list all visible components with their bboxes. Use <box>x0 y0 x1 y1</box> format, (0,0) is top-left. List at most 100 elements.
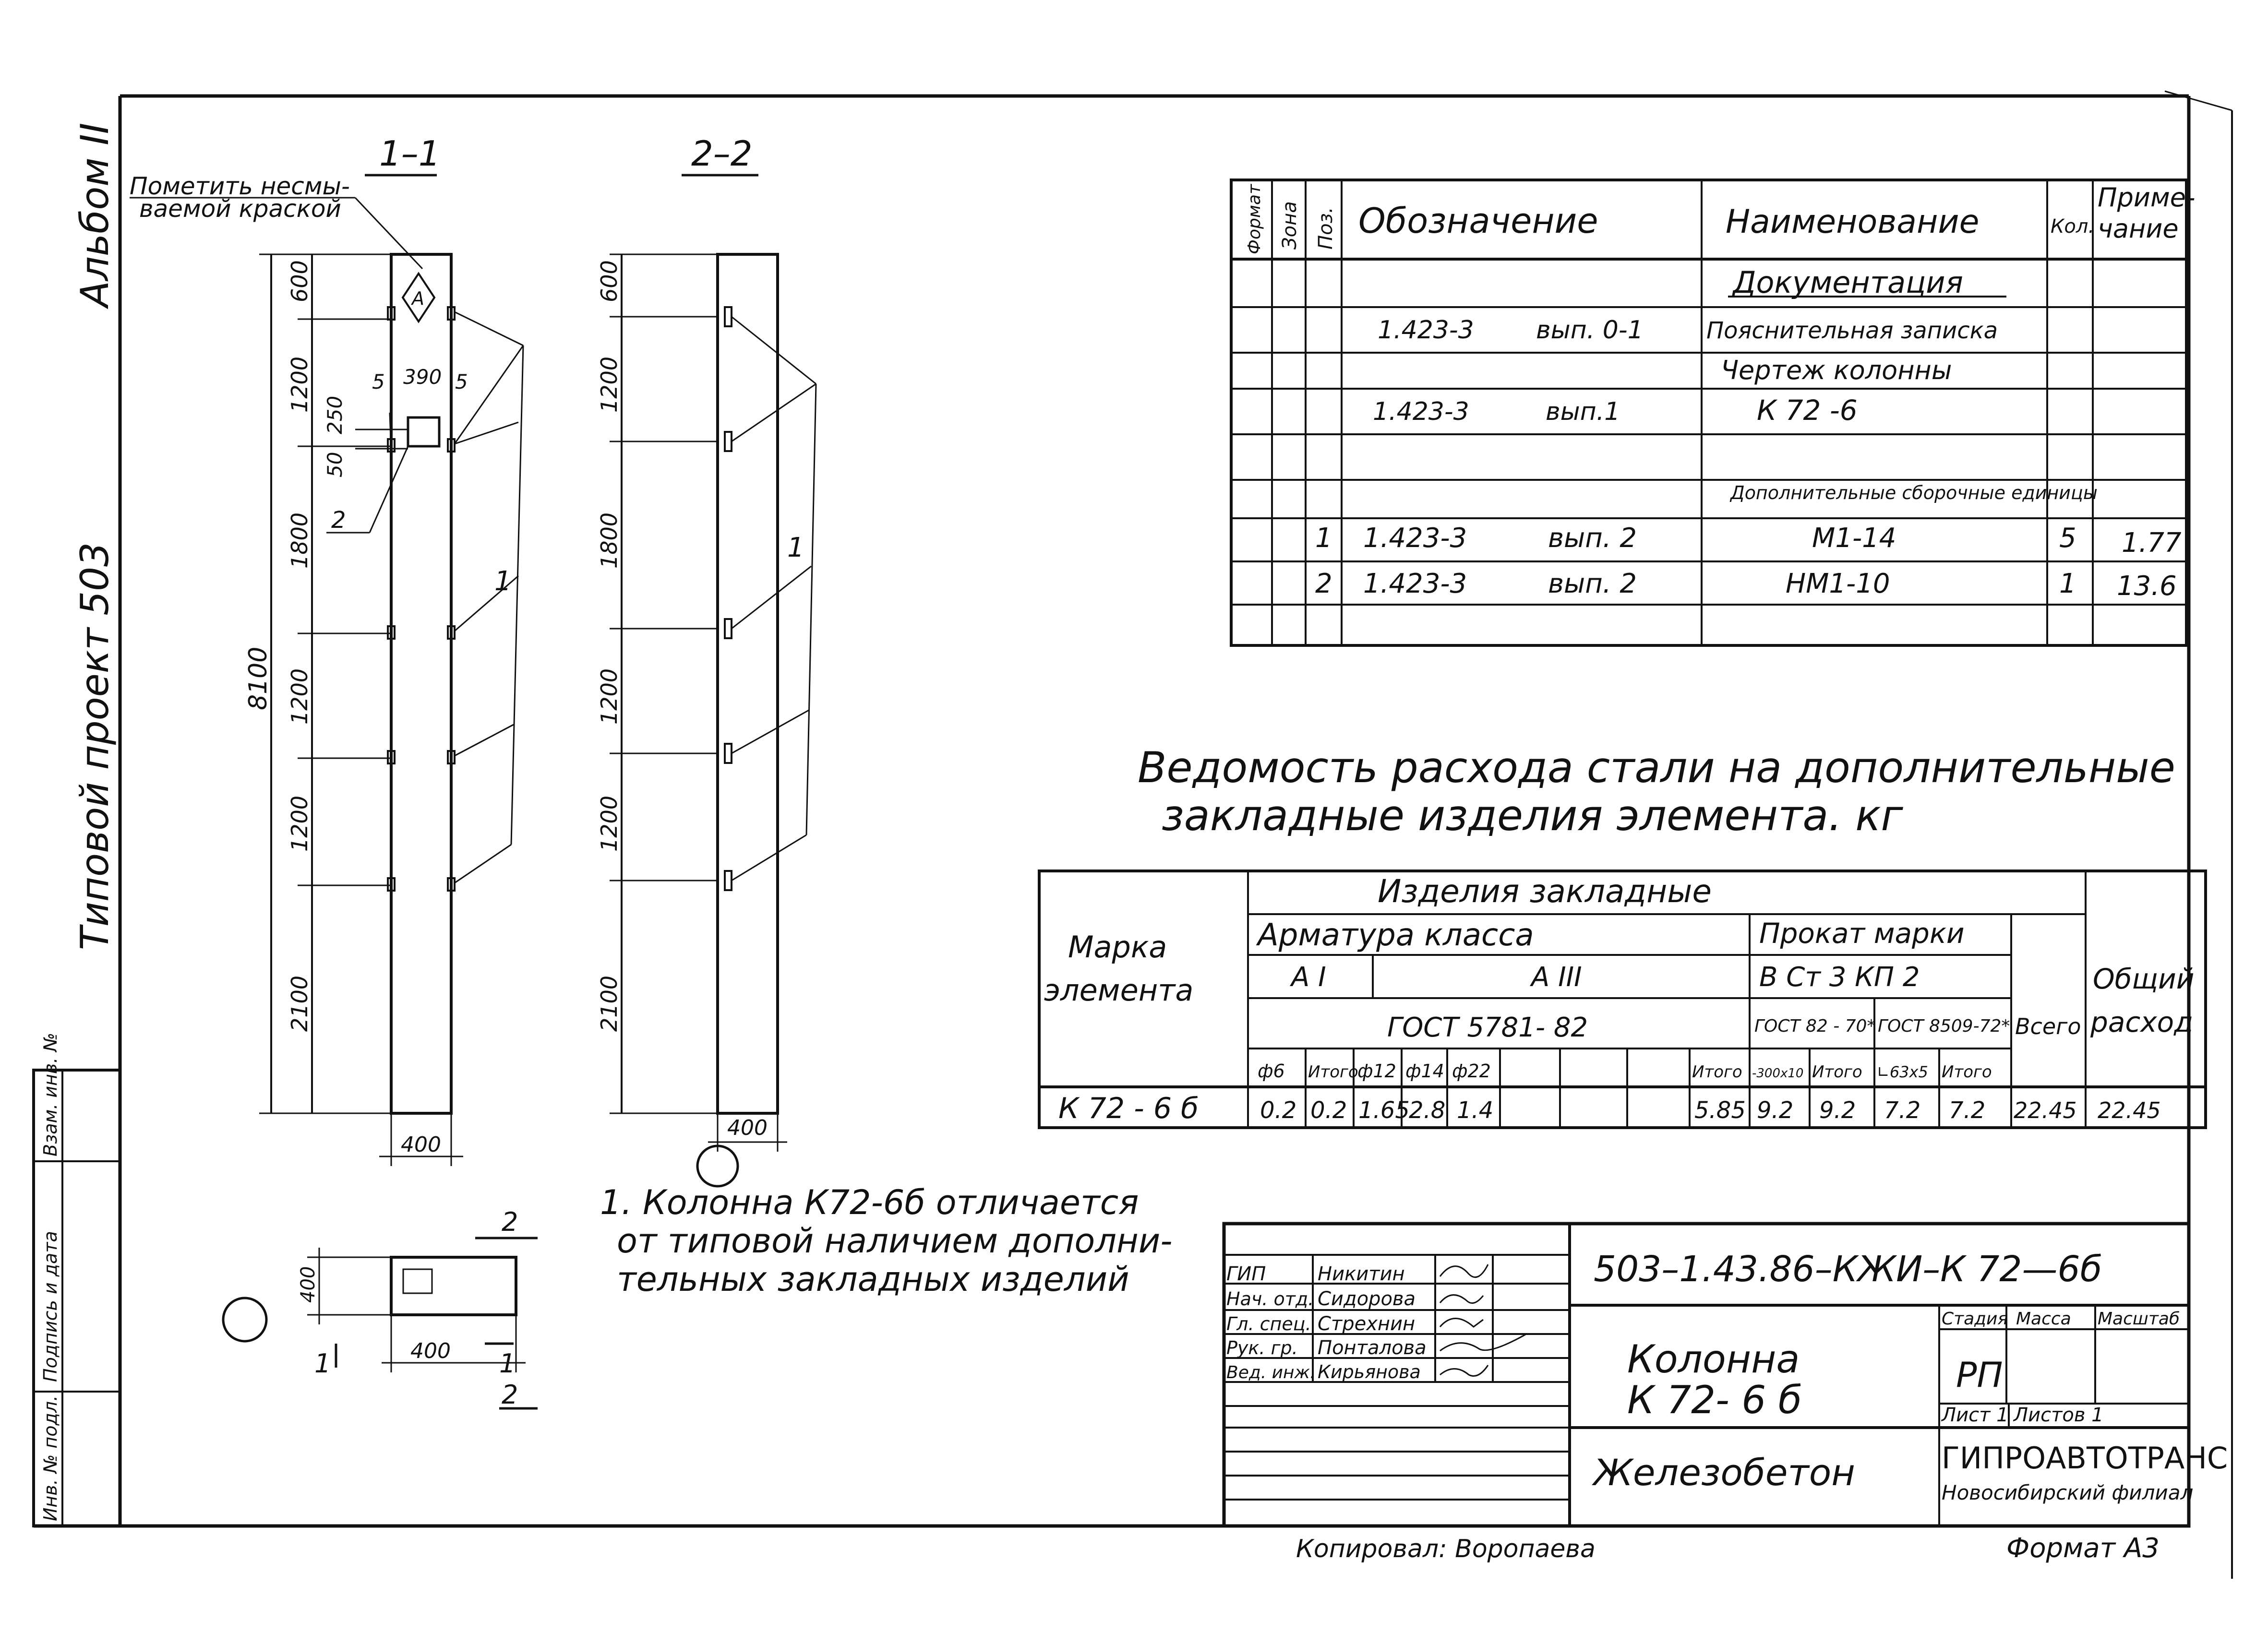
steel-row-plate: 9.2 <box>1757 1097 1793 1124</box>
staff-role-4: Рук. гр. <box>1226 1337 1298 1358</box>
callout-1: 1 <box>494 566 512 597</box>
spec-r1-name: Пояснительная записка <box>1706 317 1998 344</box>
plate-dim-5b: 5 <box>455 370 468 393</box>
steel-col-f22: ф22 <box>1452 1060 1491 1082</box>
steel-hdr-mark1: Марка <box>1068 929 1167 965</box>
steel-row-itogo3: 9.2 <box>1819 1097 1856 1124</box>
specification-table: Формат Зона Поз. Обозначение Наименовани… <box>1230 179 2195 647</box>
steel-row-total: 22.45 <box>2098 1097 2161 1123</box>
plan-dim-width: 400 <box>410 1339 451 1363</box>
staff-name-3: Стрехнин <box>1318 1313 1415 1335</box>
steel-hdr-mark2: элемента <box>1044 973 1193 1008</box>
spec-r5-qty: 5 <box>2059 523 2076 554</box>
material: Железобетон <box>1592 1451 1855 1494</box>
left-margin: Альбом II Типовой проект 503 Инв. № подл… <box>32 123 121 1527</box>
callout-2: 2 <box>331 507 346 534</box>
steel-hdr-gost82: ГОСТ 82 - 70* <box>1754 1016 1875 1036</box>
spec-r5-name: М1-14 <box>1812 523 1896 554</box>
steel-col-f6: ф6 <box>1258 1060 1285 1082</box>
steel-hdr-vsego: Всего <box>2015 1013 2081 1039</box>
steel-hdr-group: Изделия закладные <box>1378 873 1712 910</box>
section-title-2: 2–2 <box>691 133 753 174</box>
steel-col-itogo2: Итого <box>1692 1062 1742 1082</box>
steel-col-f12: ф12 <box>1357 1060 1396 1082</box>
steel-row-f14: 2.8 <box>1409 1097 1445 1124</box>
steel-row-vsego: 22.45 <box>2014 1097 2077 1123</box>
dim2-600: 600 <box>596 260 622 302</box>
section-2-2: 2–2 1 600 1200 <box>596 133 817 1188</box>
spec-r3-name: К 72 -6 <box>1757 394 1858 427</box>
plate-dim-250: 250 <box>323 396 347 434</box>
spec-r4-name: Дополнительные сборочные единицы <box>1729 482 2098 503</box>
paint-note-line2: ваемой краской <box>139 195 341 223</box>
spec-r5-pos: 1 <box>1315 523 1332 554</box>
steel-row-mark: К 72 - 6 б <box>1058 1092 1199 1125</box>
sheets-total: Листов 1 <box>2013 1404 2104 1426</box>
cut-mark-1-left: 1 <box>314 1348 331 1379</box>
staff-name-1: Никитин <box>1318 1263 1405 1285</box>
stage-value: РП <box>1956 1355 2003 1395</box>
steel-col-itogo4: Итого <box>1942 1062 1992 1082</box>
signatures <box>1439 1264 1527 1377</box>
steel-hdr-grade: В Ст 3 КП 2 <box>1759 962 1920 993</box>
steel-hdr-a3: А III <box>1530 962 1582 993</box>
plan-dim-height: 400 <box>297 1266 319 1303</box>
spec-r6-pos: 2 <box>1315 568 1332 599</box>
plan-view: 400 400 2 2 1 1 <box>222 1207 538 1410</box>
sheet-format: Формат А3 <box>2006 1533 2160 1564</box>
steel-col-plate: -300х10 <box>1752 1066 1803 1081</box>
steel-title-1: Ведомость расхода стали на дополнительны… <box>1138 743 2175 792</box>
steel-hdr-a1: А I <box>1290 962 1326 993</box>
steel-col-f14: ф14 <box>1405 1060 1444 1082</box>
spec-r6-name: НМ1-10 <box>1786 568 1890 599</box>
stamp-replace: Взам. инв. № <box>40 1033 61 1156</box>
paint-note-line1: Пометить несмы- <box>130 172 350 200</box>
spec-r3-issue: вып.1 <box>1546 397 1620 426</box>
steel-hdr-total1: Общий <box>2093 963 2194 995</box>
copied-by: Копировал: Воропаева <box>1296 1535 1596 1563</box>
cut-mark-2-top: 2 <box>502 1207 518 1237</box>
marking-diamond: A <box>410 288 424 309</box>
spec-r1-code: 1.423-3 <box>1378 316 1474 345</box>
stamp-inv: Инв. № подл. <box>40 1395 61 1521</box>
org-branch: Новосибирский филиал <box>1942 1481 2193 1504</box>
steel-table: Марка элемента Изделия закладные Арматур… <box>1038 870 2207 1129</box>
stage-hdr: Стадия <box>1942 1309 2008 1329</box>
spec-r6-qty: 1 <box>2059 568 2076 599</box>
dim-1200b: 1200 <box>287 668 312 725</box>
staff-role-5: Вед. инж. <box>1226 1363 1315 1382</box>
staff-name-2: Сидорова <box>1318 1288 1416 1310</box>
embedded-plates-1 <box>387 306 456 892</box>
project-label: Типовой проект 503 <box>72 542 117 950</box>
note-line-2: от типовой наличием дополни- <box>617 1221 1173 1261</box>
steel-hdr-gost: ГОСТ 5781- 82 <box>1387 1012 1588 1043</box>
spec-r0-name: Документация <box>1731 265 1963 300</box>
spec-r6-issue: вып. 2 <box>1548 568 1637 599</box>
steel-row-angle: 7.2 <box>1884 1097 1920 1124</box>
spec-hdr-zone: Зона <box>1279 201 1301 250</box>
staff-role-3: Гл. спец. <box>1226 1313 1311 1334</box>
mass-hdr: Масса <box>2016 1309 2071 1329</box>
spec-r3-code: 1.423-3 <box>1373 397 1469 426</box>
plate-dim-5a: 5 <box>372 370 385 393</box>
steel-row-itogo1: 0.2 <box>1310 1097 1347 1124</box>
section-1-1: 1–1 Пометить несмы- ваемой краской A 5 3… <box>130 133 524 1166</box>
steel-row-itogo4: 7.2 <box>1949 1097 1985 1124</box>
steel-col-itogo1: Итого <box>1308 1062 1358 1082</box>
spec-r5-note: 1.77 <box>2122 527 2182 559</box>
note-line-3: тельных закладных изделий <box>617 1260 1129 1299</box>
element-name-2: К 72- 6 б <box>1627 1378 1802 1422</box>
spec-r6-code: 1.423-3 <box>1363 568 1467 599</box>
steel-row-f6: 0.2 <box>1260 1097 1296 1124</box>
spec-r2-name: Чертеж колонны <box>1721 355 1952 385</box>
dim2-1200a: 1200 <box>596 357 622 413</box>
steel-col-itogo3: Итого <box>1812 1062 1862 1082</box>
spec-r6-note: 13.6 <box>2117 571 2177 602</box>
spec-hdr-name: Наименование <box>1726 203 1979 241</box>
plate-dim-50: 50 <box>323 452 347 477</box>
staff-role-1: ГИП <box>1226 1263 1266 1285</box>
callout-1-s2: 1 <box>787 532 804 563</box>
dim2-1200c: 1200 <box>596 796 622 852</box>
dim2-width-400: 400 <box>727 1116 768 1140</box>
spec-hdr-pos: Поз. <box>1315 207 1337 250</box>
